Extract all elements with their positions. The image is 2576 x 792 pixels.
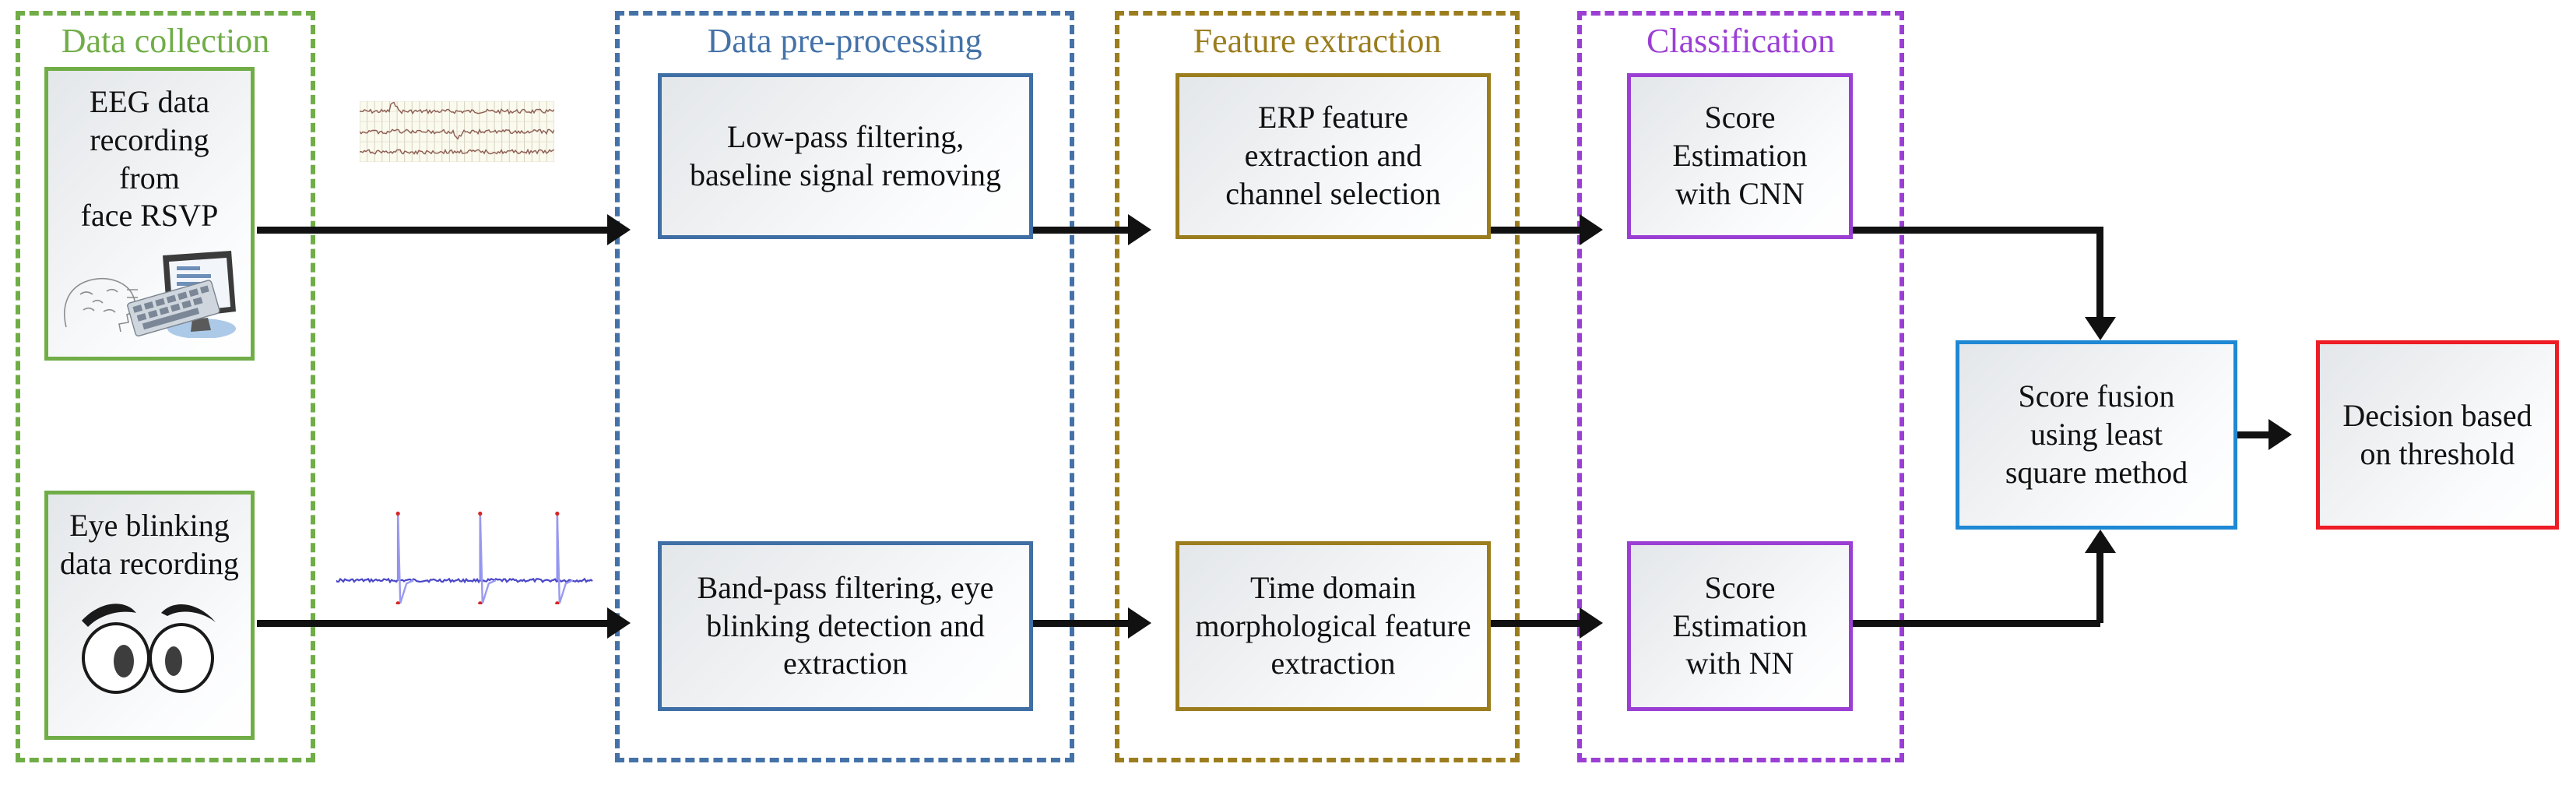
arrowhead-arrow-eeg-to-lowpass [607, 214, 631, 245]
process-box-eeg-data-recording[interactable]: EEG data recording from face RSVP [44, 67, 255, 361]
stage-title-classification: Classification [1646, 22, 1835, 60]
box-label-score-estimation-nn: Score Estimation with NN [1672, 569, 1808, 681]
process-box-decision-threshold[interactable]: Decision based on threshold [2316, 340, 2559, 530]
stage-title-data-collection: Data collection [61, 22, 270, 60]
connector-elbow-cnn-to-fusion-v [2096, 227, 2103, 319]
connector-elbow-nn-to-fusion-h [1853, 620, 2100, 627]
arrowhead-arrow-blink-to-bandpass [607, 607, 631, 639]
process-box-low-pass-filtering[interactable]: Low-pass filtering, baseline signal remo… [658, 73, 1033, 239]
box-label-low-pass-filtering: Low-pass filtering, baseline signal remo… [690, 118, 1001, 192]
process-box-eye-blinking-recording[interactable]: Eye blinking data recording [44, 491, 255, 740]
thumbnail-eeg-waveform-thumbnail [360, 101, 554, 162]
stage-title-data-pre-processing: Data pre-processing [707, 22, 982, 60]
stage-group-feature-extraction [1115, 11, 1520, 762]
connector-arrow-time-to-nn [1491, 620, 1581, 627]
box-label-time-domain-feature-extraction: Time domain morphological feature extrac… [1195, 569, 1471, 681]
box-label-erp-feature-extraction: ERP feature extraction and channel selec… [1225, 100, 1441, 211]
connector-arrow-fusion-to-decision [2237, 431, 2270, 438]
stage-group-data-pre-processing [615, 11, 1074, 762]
process-box-band-pass-filtering[interactable]: Band-pass filtering, eye blinking detect… [658, 541, 1033, 711]
connector-arrow-lowpass-to-erp [1033, 227, 1130, 234]
stage-group-data-collection [16, 11, 315, 762]
arrowhead-arrow-bandpass-to-time [1128, 607, 1151, 639]
box-label-score-estimation-cnn: Score Estimation with CNN [1672, 100, 1808, 211]
eyes-icon [68, 593, 231, 705]
connector-arrow-erp-to-cnn [1491, 227, 1581, 234]
box-label-score-fusion: Score fusion using least square method [2005, 378, 2188, 490]
arrowhead-elbow-cnn-to-fusion [2085, 317, 2116, 340]
process-box-erp-feature-extraction[interactable]: ERP feature extraction and channel selec… [1176, 73, 1491, 239]
process-box-score-fusion[interactable]: Score fusion using least square method [1956, 340, 2237, 530]
box-label-band-pass-filtering: Band-pass filtering, eye blinking detect… [697, 569, 994, 681]
box-label-decision-threshold: Decision based on threshold [2342, 397, 2532, 471]
connector-elbow-nn-to-fusion-v [2096, 548, 2103, 623]
stage-group-classification [1577, 11, 1904, 762]
arrowhead-arrow-time-to-nn [1580, 607, 1603, 639]
process-box-time-domain-feature-extraction[interactable]: Time domain morphological feature extrac… [1176, 541, 1491, 711]
arrowhead-elbow-nn-to-fusion [2085, 530, 2116, 553]
process-box-score-estimation-cnn[interactable]: Score Estimation with CNN [1627, 73, 1853, 239]
process-box-score-estimation-nn[interactable]: Score Estimation with NN [1627, 541, 1853, 711]
arrowhead-arrow-fusion-to-decision [2268, 419, 2292, 450]
connector-elbow-cnn-to-fusion-h [1853, 227, 2100, 234]
eeg-recording-icon [52, 246, 247, 347]
box-label-eye-blinking-recording: Eye blinking data recording [60, 508, 239, 581]
thumbnail-eye-blink-waveform-thumbnail [336, 505, 593, 604]
connector-arrow-eeg-to-lowpass [257, 227, 609, 234]
arrowhead-arrow-erp-to-cnn [1580, 214, 1603, 245]
connector-arrow-blink-to-bandpass [257, 620, 609, 627]
connector-arrow-bandpass-to-time [1033, 620, 1130, 627]
stage-title-feature-extraction: Feature extraction [1193, 22, 1442, 60]
box-label-eeg-data-recording: EEG data recording from face RSVP [80, 84, 219, 234]
arrowhead-arrow-lowpass-to-erp [1128, 214, 1151, 245]
